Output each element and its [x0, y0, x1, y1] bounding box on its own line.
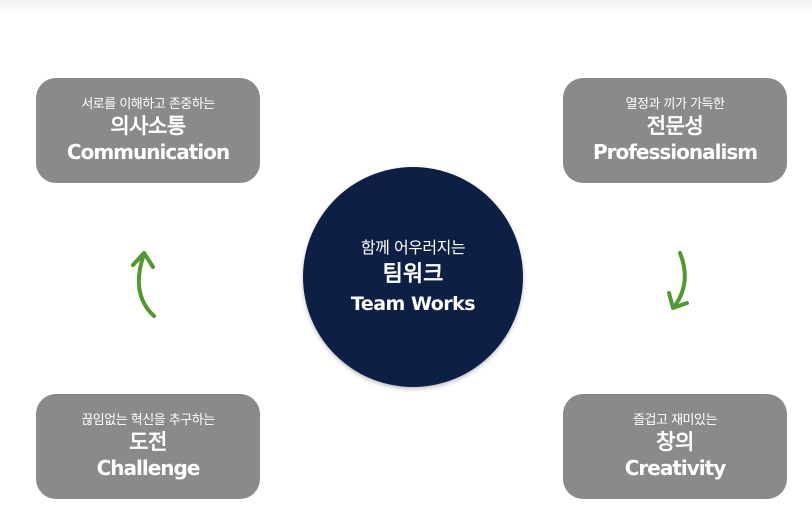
value-box-communication: 서로를 이해하고 존중하는 의사소통 Communication — [36, 78, 260, 183]
creativity-subtitle: 즐겁고 재미있는 — [633, 413, 717, 428]
teamwork-circle: 함께 어우러지는 팀워크 Team Works — [303, 167, 523, 387]
communication-title-en: Communication — [66, 140, 230, 164]
professionalism-title-en: Professionalism — [592, 140, 758, 164]
curved-down-arrow-icon — [667, 251, 689, 310]
challenge-subtitle: 끊임없는 혁신을 추구하는 — [81, 413, 215, 428]
value-box-professionalism: 열정과 끼가 가득한 전문성 Professionalism — [563, 78, 787, 183]
communication-title-ko: 의사소통 — [110, 114, 186, 138]
value-box-challenge: 끊임없는 혁신을 추구하는 도전 Challenge — [36, 394, 260, 499]
creativity-title-ko: 창의 — [656, 430, 694, 454]
teamwork-title-ko: 팀워크 — [382, 262, 444, 287]
professionalism-subtitle: 열정과 끼가 가득한 — [625, 97, 725, 112]
value-box-creativity: 즐겁고 재미있는 창의 Creativity — [563, 394, 787, 499]
top-fade — [0, 0, 812, 14]
curved-up-arrow-icon — [131, 251, 156, 318]
creativity-title-en: Creativity — [624, 456, 727, 480]
professionalism-title-ko: 전문성 — [646, 114, 704, 138]
communication-subtitle: 서로를 이해하고 존중하는 — [81, 97, 215, 112]
challenge-title-en: Challenge — [96, 456, 201, 480]
teamwork-title-en: Team Works — [350, 293, 476, 315]
challenge-title-ko: 도전 — [129, 430, 167, 454]
teamwork-subtitle: 함께 어우러지는 — [360, 238, 466, 257]
